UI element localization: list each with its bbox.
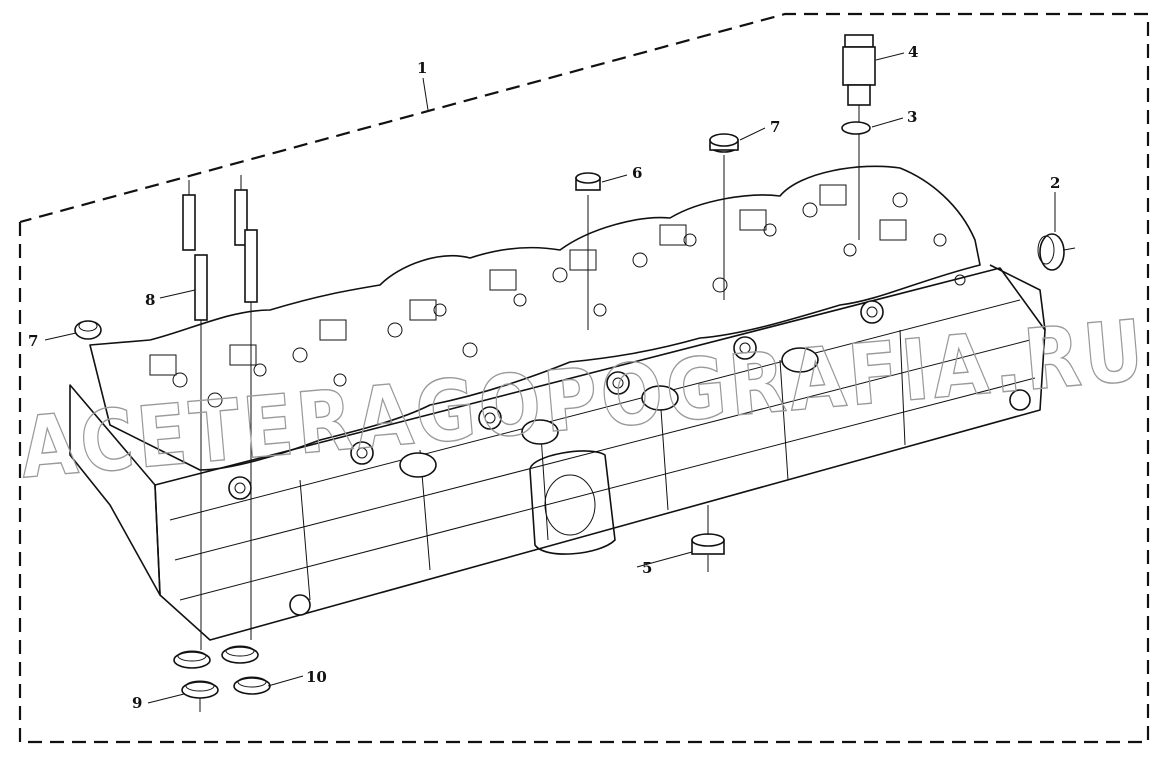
cylinder-head-body (69, 165, 1046, 641)
callout-1: 1 (417, 59, 427, 77)
assembly-boundary (18, 12, 1150, 744)
leader-lines (44, 52, 1056, 704)
callout-4: 4 (908, 43, 918, 61)
o-ring-part (841, 121, 871, 135)
head-gasket-outline (89, 165, 981, 471)
callout-10: 10 (306, 668, 327, 686)
callout-7b: 7 (28, 332, 38, 350)
callout-6: 6 (632, 164, 642, 182)
sleeve-part-6 (575, 172, 601, 330)
plug-part-7 (74, 320, 102, 340)
plug-part-5 (691, 505, 725, 572)
callout-labels: 1 2 3 4 5 6 7 7 8 9 10 (28, 43, 1060, 712)
callout-9: 9 (132, 694, 142, 712)
dowel-pins (182, 175, 258, 650)
callout-2: 2 (1050, 174, 1060, 192)
sleeve-part-upper (709, 133, 739, 300)
callout-5: 5 (642, 559, 652, 577)
callout-8: 8 (145, 291, 155, 309)
callout-3: 3 (907, 108, 917, 126)
watermark-text: ACETERAGOPOGRAFIA.RU (16, 301, 1150, 497)
injector-part (842, 34, 876, 240)
seal-rings (173, 645, 271, 712)
plug-part-2 (1037, 233, 1076, 271)
callout-7a: 7 (770, 118, 780, 136)
